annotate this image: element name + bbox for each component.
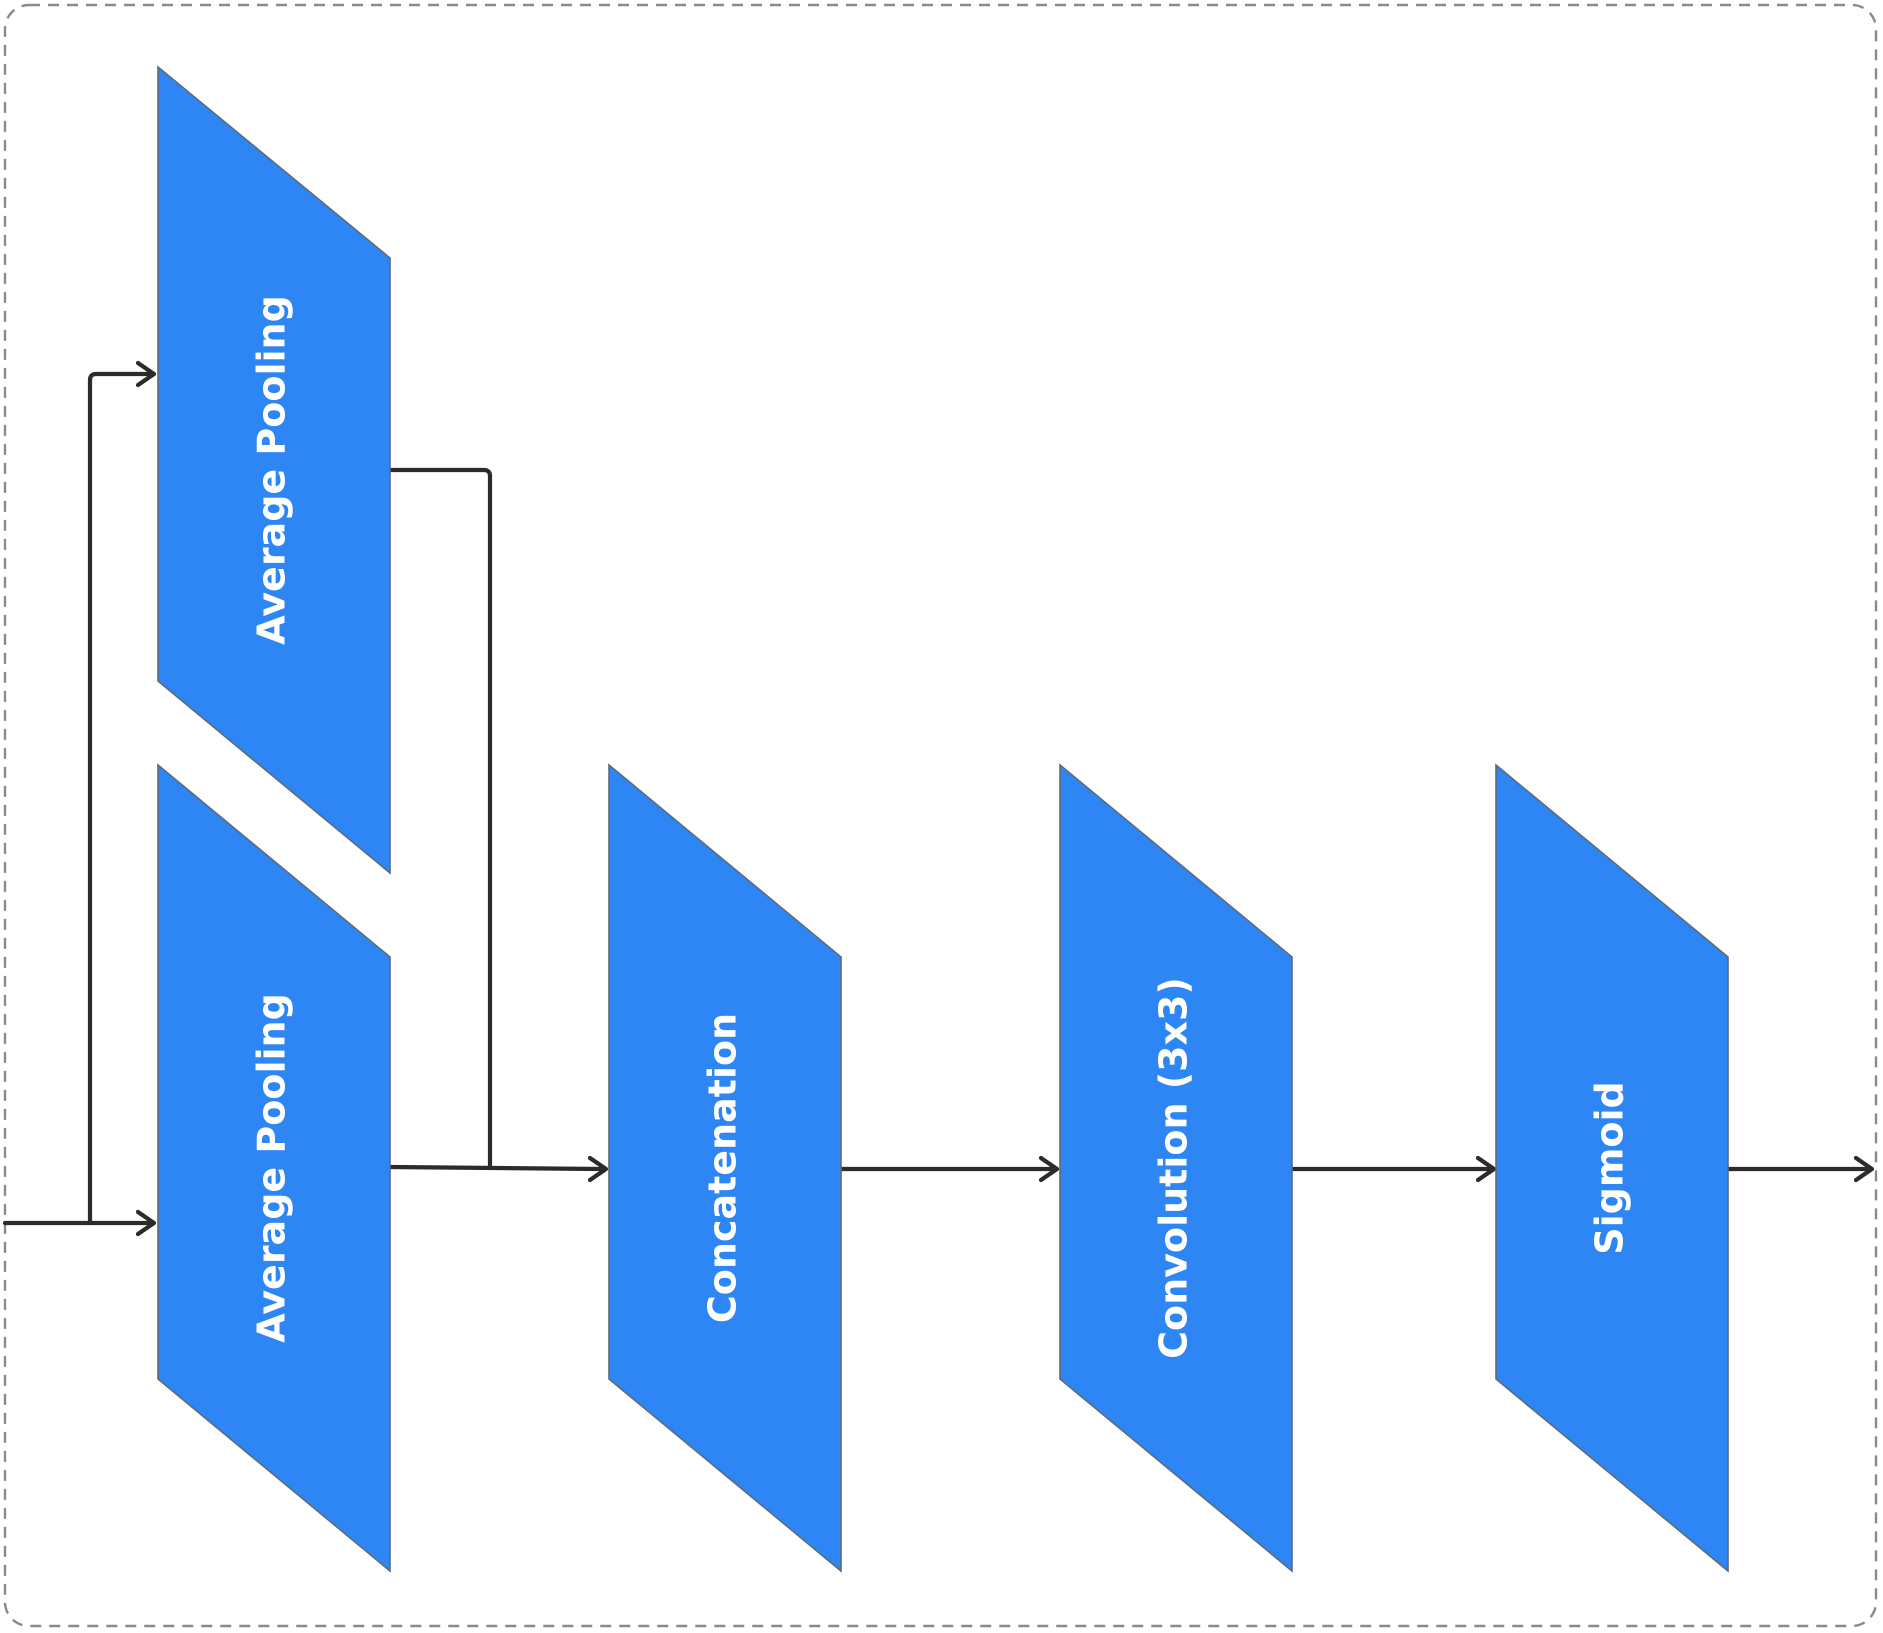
- sigmoid-shape: [1495, 763, 1729, 1573]
- avgpool-top-shape: [157, 65, 391, 875]
- connector-avgpool-top-to-concat: [387, 467, 493, 1170]
- block-conv: Convolution (3x3): [1059, 763, 1293, 1573]
- arrowhead-sigmoid: [1475, 1155, 1497, 1183]
- avgpool-top-label: Average Pooling: [250, 295, 294, 645]
- arrowhead-conv: [1038, 1155, 1060, 1183]
- concat-label: Concatenation: [701, 1013, 745, 1323]
- arrowhead-avgpool-top: [135, 360, 157, 388]
- concat-shape: [608, 763, 842, 1573]
- block-sigmoid: Sigmoid: [1495, 763, 1729, 1573]
- block-avgpool-top: Average Pooling: [157, 65, 391, 875]
- conv-label: Convolution (3x3): [1152, 977, 1196, 1359]
- avgpool-bottom-shape: [157, 763, 391, 1573]
- arrowhead-concat: [587, 1155, 609, 1183]
- block-concat: Concatenation: [608, 763, 842, 1573]
- avgpool-bottom-label: Average Pooling: [250, 993, 294, 1343]
- connector-input-to-avgpool-top: [87, 371, 153, 1226]
- connector-avgpool-bottom-to-concat: [387, 1164, 603, 1172]
- arrowhead-avgpool-bottom: [135, 1209, 157, 1237]
- conv-shape: [1059, 763, 1293, 1573]
- sigmoid-label: Sigmoid: [1588, 1081, 1632, 1255]
- dashed-frame: [3, 3, 1878, 1628]
- block-avgpool-bottom: Average Pooling: [157, 763, 391, 1573]
- arrowhead-output: [1853, 1155, 1875, 1183]
- connectors: [2, 360, 1875, 1237]
